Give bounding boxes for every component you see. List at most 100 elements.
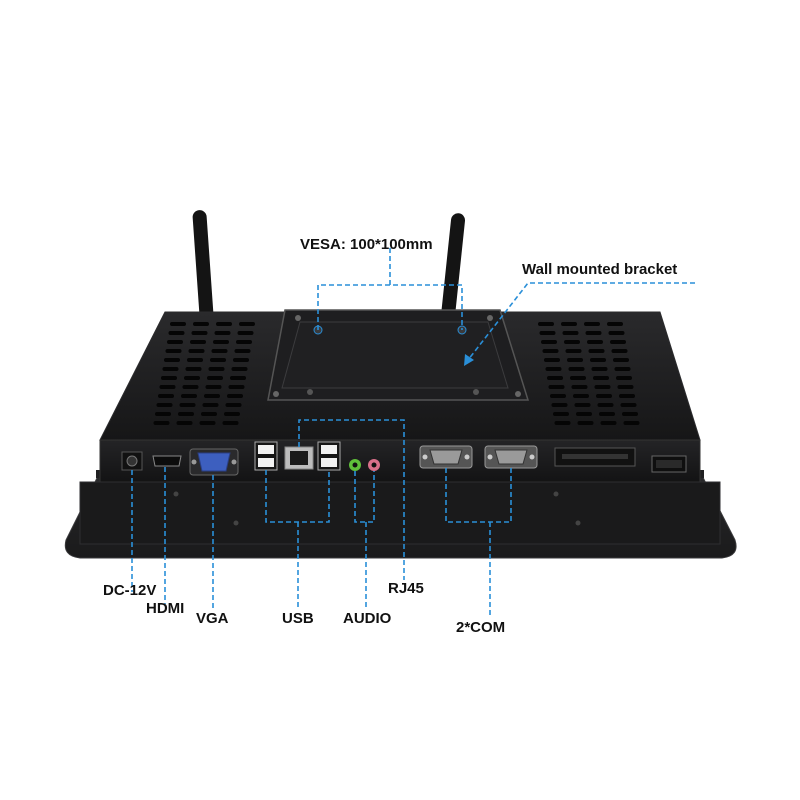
device-lower-band	[79, 481, 721, 545]
hdmi-port	[152, 455, 182, 467]
vent-slot	[565, 349, 582, 353]
card-slot	[554, 447, 636, 467]
vent-slot	[191, 331, 208, 335]
vent-slot	[613, 358, 629, 362]
vent-slot	[231, 367, 248, 371]
antenna-right	[440, 213, 466, 323]
vent-slot	[170, 322, 186, 326]
audio-callout	[354, 471, 375, 608]
vent-slot	[587, 340, 603, 344]
vesa-label: VESA: 100*100mm	[300, 236, 433, 253]
vent-slot	[564, 340, 580, 344]
vent-slot	[216, 322, 232, 326]
vent-slot	[608, 331, 625, 335]
wall-bracket	[267, 309, 530, 401]
vent-slot	[576, 412, 592, 416]
vent-slot	[201, 412, 217, 416]
rj45-port	[284, 446, 314, 470]
vent-slot	[205, 385, 222, 389]
vent-slot	[542, 349, 559, 353]
com-callout	[445, 468, 512, 618]
usb-ports-left	[254, 441, 278, 471]
vent-slot	[237, 331, 254, 335]
bracket-arrow-head	[464, 354, 474, 366]
rj45-label: RJ45	[388, 580, 424, 597]
vent-slot	[224, 412, 240, 416]
vent-slot	[193, 322, 209, 326]
vent-slot	[596, 394, 612, 398]
vent-slot	[550, 394, 566, 398]
vent-slot	[553, 412, 569, 416]
vent-slot	[585, 331, 602, 335]
vent-slot	[544, 358, 560, 362]
vent-slots-right	[538, 322, 640, 425]
vent-slot	[222, 421, 239, 425]
bracket-arrow	[467, 282, 695, 361]
vent-slot	[228, 385, 245, 389]
vent-slot	[599, 412, 615, 416]
antenna-left	[192, 210, 214, 320]
usb-ports-right	[317, 441, 341, 471]
vent-slot	[568, 367, 585, 371]
vent-slot	[202, 403, 219, 407]
vent-slot	[165, 349, 182, 353]
vent-slot	[594, 385, 611, 389]
vent-slot	[584, 322, 600, 326]
vent-slot	[554, 421, 571, 425]
vent-slot	[179, 403, 196, 407]
vent-slot	[185, 367, 202, 371]
vent-slot	[187, 358, 203, 362]
vent-slot	[610, 340, 626, 344]
hdmi-label: HDMI	[146, 600, 185, 617]
vent-slot	[159, 385, 176, 389]
vent-slot	[227, 394, 243, 398]
usb-label: USB	[282, 610, 314, 627]
vent-slot	[551, 403, 568, 407]
vent-slot	[538, 322, 554, 326]
vent-slot	[541, 340, 557, 344]
vent-slot	[233, 358, 249, 362]
vga-port	[189, 448, 239, 476]
vent-slot	[158, 394, 174, 398]
vent-slot	[611, 349, 628, 353]
vent-slot	[239, 322, 255, 326]
vent-slot	[225, 403, 242, 407]
vent-slot	[547, 376, 563, 380]
vent-slots-left	[153, 322, 255, 425]
vent-slot	[623, 421, 640, 425]
vent-slot	[614, 367, 631, 371]
vent-slot	[190, 340, 206, 344]
rj45-callout	[298, 419, 405, 580]
com-port-1	[419, 445, 473, 469]
vent-slot	[567, 358, 583, 362]
wall-bracket-label: Wall mounted bracket	[522, 261, 678, 278]
vent-slot	[164, 358, 180, 362]
vent-slot	[570, 376, 586, 380]
vesa-callout	[317, 248, 463, 330]
vent-slot	[204, 394, 220, 398]
vent-slot	[622, 412, 638, 416]
vent-slot	[230, 376, 246, 380]
usb-callout	[265, 470, 330, 608]
vent-slot	[184, 376, 200, 380]
vent-slot	[155, 412, 171, 416]
vent-slot	[167, 340, 183, 344]
vent-slot	[571, 385, 588, 389]
dc-label: DC-12V	[103, 582, 157, 599]
vent-slot	[208, 367, 225, 371]
vent-slot	[199, 421, 216, 425]
vent-slot	[182, 385, 199, 389]
vent-slot	[168, 331, 185, 335]
vent-slot	[577, 421, 594, 425]
dc-jack-port	[121, 451, 143, 471]
vent-slot	[178, 412, 194, 416]
vent-slot	[234, 349, 251, 353]
com-label: 2*COM	[456, 619, 506, 636]
vent-slot	[590, 358, 606, 362]
vent-slot	[548, 385, 565, 389]
vent-slot	[607, 322, 623, 326]
vent-slot	[600, 421, 617, 425]
vga-label: VGA	[196, 610, 229, 627]
